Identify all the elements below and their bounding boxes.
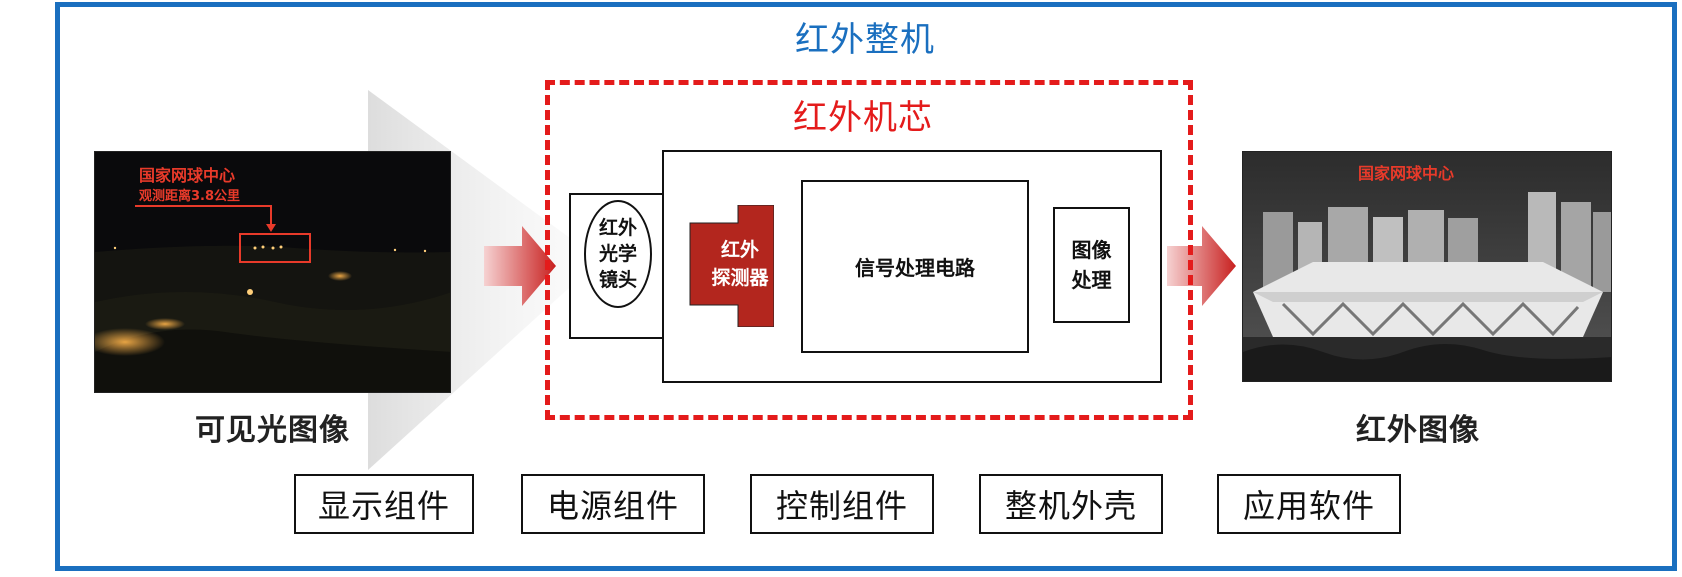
thermal-scene-illustration xyxy=(1243,152,1611,381)
lens-label-line: 光学 xyxy=(598,243,637,265)
display-component-box: 显示组件 xyxy=(294,474,474,534)
arrow-right-icon xyxy=(1167,226,1236,306)
core-module-dashed-box xyxy=(545,80,1193,420)
image-processing-line: 图像 xyxy=(1071,238,1112,262)
lens-label-line: 红外 xyxy=(598,217,637,239)
power-component-box: 电源组件 xyxy=(521,474,705,534)
visible-photo-label-distance: 观测距离3.8公里 xyxy=(139,189,241,204)
infrared-image-caption: 红外图像 xyxy=(1356,413,1480,448)
housing-box: 整机外壳 xyxy=(979,474,1163,534)
detector-label-line: 探测器 xyxy=(711,267,769,289)
application-software-box: 应用软件 xyxy=(1217,474,1401,534)
visible-light-photo: 国家网球中心 观测距离3.8公里 xyxy=(94,151,451,393)
image-processing-line: 处理 xyxy=(1071,268,1112,292)
visible-image-caption: 可见光图像 xyxy=(195,413,350,448)
whole-system-title: 红外整机 xyxy=(795,20,935,60)
infrared-photo-label: 国家网球中心 xyxy=(1358,164,1455,183)
infrared-detector-label: 红外 探测器 xyxy=(690,236,790,292)
whole-system-frame xyxy=(55,2,1677,571)
control-component-box: 控制组件 xyxy=(750,474,934,534)
image-processing-box: 图像 处理 xyxy=(1053,207,1130,323)
signal-processing-circuit: 信号处理电路 xyxy=(801,180,1029,353)
night-scene-illustration xyxy=(95,152,450,392)
arrow-right-icon xyxy=(484,226,556,306)
infrared-photo: 国家网球中心 xyxy=(1242,151,1612,382)
visible-photo-label-title: 国家网球中心 xyxy=(139,166,236,185)
core-module-title: 红外机芯 xyxy=(793,98,933,138)
infrared-lens: 红外 光学 镜头 xyxy=(584,200,652,308)
lens-label-line: 镜头 xyxy=(598,269,637,291)
detector-shape xyxy=(689,205,774,327)
detector-label-line: 红外 xyxy=(720,239,759,261)
